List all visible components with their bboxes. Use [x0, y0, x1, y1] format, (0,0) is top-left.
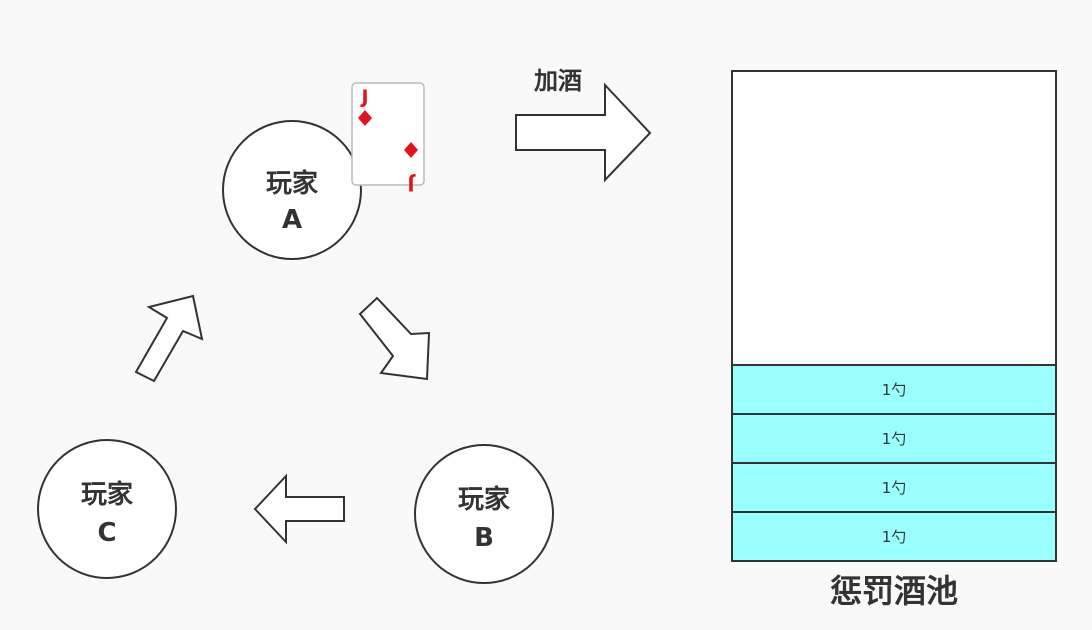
pool-level-label: 1勺: [881, 528, 907, 546]
pool-title: 惩罚酒池: [829, 572, 958, 610]
pool-level-label: 1勺: [881, 430, 907, 448]
diamond-suit-icon: [404, 142, 418, 158]
playing-card-icon: J J: [351, 82, 425, 195]
pool-level-label: 1勺: [881, 381, 907, 399]
pool-levels: 1勺 1勺 1勺 1勺: [733, 364, 1055, 560]
pool-level: 1勺: [733, 462, 1055, 511]
diamond-suit-icon: [358, 110, 372, 126]
pool-level: 1勺: [733, 511, 1055, 560]
card-rank-top: J: [359, 86, 368, 108]
player-a-label: 玩家: [266, 168, 318, 199]
player-c-id: C: [97, 518, 116, 548]
arrow-up-right-icon: [134, 294, 204, 383]
arrow-left-icon: [253, 473, 345, 545]
player-b-id: B: [474, 523, 494, 553]
pool-level: 1勺: [733, 413, 1055, 462]
player-b-node: 玩家 B: [414, 444, 554, 584]
card-rank-bottom: J: [407, 173, 416, 195]
penalty-wine-pool: 1勺 1勺 1勺 1勺: [731, 70, 1057, 562]
arrow-down-right-icon: [358, 296, 431, 381]
player-a-node: 玩家 A: [222, 120, 362, 260]
pool-level: 1勺: [733, 364, 1055, 413]
player-c-label: 玩家: [81, 479, 133, 510]
player-a-id: A: [282, 205, 302, 235]
pool-level-label: 1勺: [881, 479, 907, 497]
player-b-label: 玩家: [458, 484, 510, 515]
player-c-node: 玩家 C: [37, 439, 177, 579]
add-wine-label: 加酒: [534, 67, 582, 95]
arrow-right-icon: [515, 82, 652, 183]
